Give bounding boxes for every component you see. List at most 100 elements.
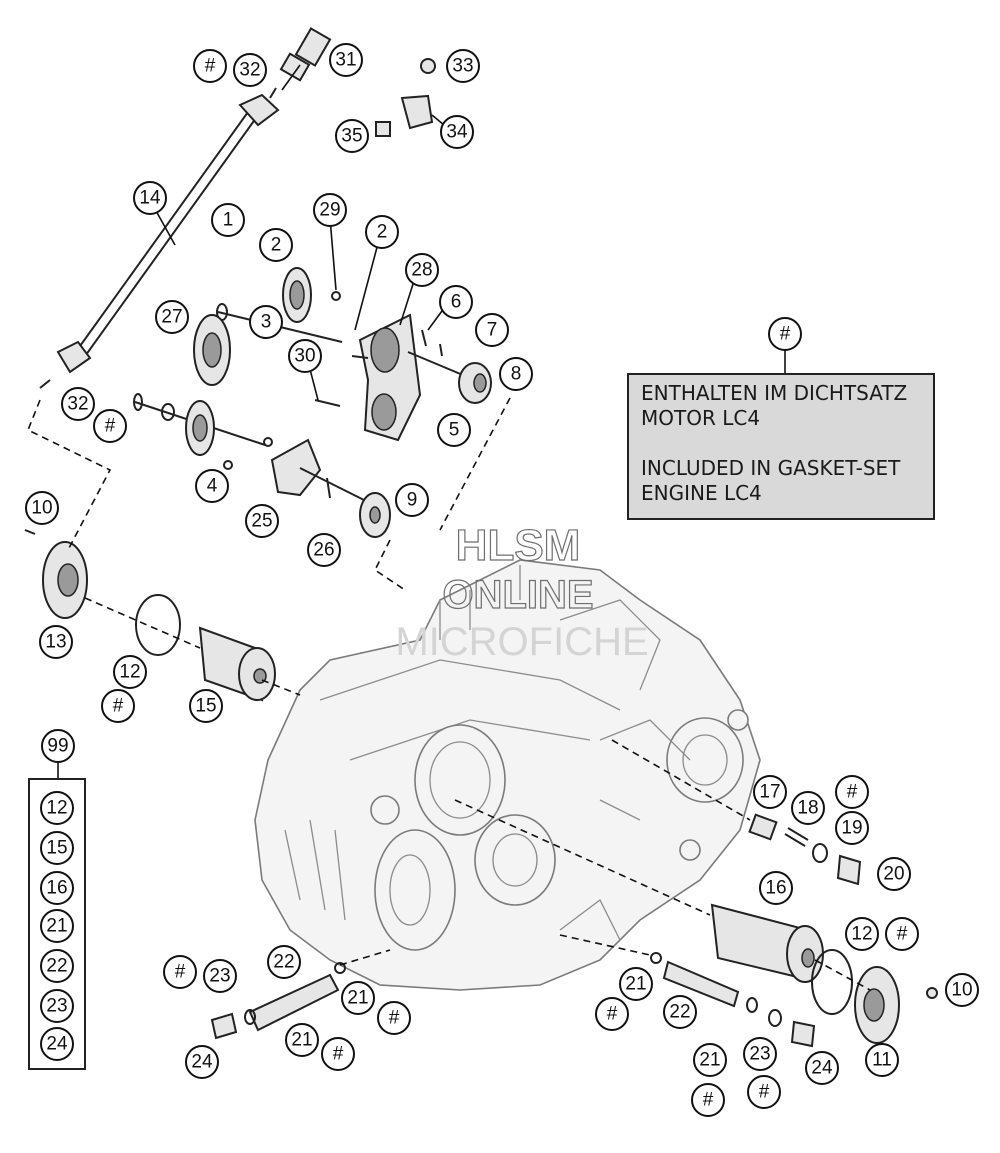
svg-text:15: 15 xyxy=(46,838,67,859)
svg-text:20: 20 xyxy=(883,864,904,885)
svg-text:25: 25 xyxy=(251,511,272,532)
svg-text:11: 11 xyxy=(872,1050,892,1071)
svg-text:26: 26 xyxy=(313,540,334,561)
svg-text:#: # xyxy=(703,1090,714,1111)
lower-gear-set xyxy=(133,393,273,470)
oil-screen-left xyxy=(210,962,346,1040)
washer-32-bottom xyxy=(39,379,51,389)
filter-cover-rear xyxy=(854,966,938,1044)
callout-24b: 24 xyxy=(805,1051,839,1085)
callout-28: 28 xyxy=(405,253,439,287)
svg-text:#: # xyxy=(175,962,186,983)
kit-box xyxy=(28,778,86,1070)
callout-26: 26 xyxy=(307,533,341,567)
note-line-en-2: ENGINE LC4 xyxy=(641,481,762,505)
callout-6: 6 xyxy=(439,285,473,319)
kit-label: 99 xyxy=(41,729,75,763)
watermark-line3: MICROFICHE xyxy=(395,620,648,664)
svg-text:#: # xyxy=(105,416,116,437)
svg-text:2: 2 xyxy=(377,222,388,243)
callout-27: 27 xyxy=(155,300,189,334)
note-line-de-1: ENTHALTEN IM DICHTSATZ xyxy=(641,381,908,405)
callout-hash: # xyxy=(193,49,227,83)
callout-hash-10: # xyxy=(691,1083,725,1117)
callout-5: 5 xyxy=(437,413,471,447)
oil-filter-front xyxy=(198,626,276,702)
callout-1: 1 xyxy=(211,203,245,237)
callout-25: 25 xyxy=(245,504,279,538)
callout-hash-6: # xyxy=(163,955,197,989)
kit-item-23: 23 xyxy=(40,989,74,1023)
callout-15: 15 xyxy=(189,689,223,723)
svg-text:10: 10 xyxy=(31,498,52,519)
svg-text:#: # xyxy=(113,696,124,717)
engine-crankcase xyxy=(254,559,761,991)
callout-18: 18 xyxy=(791,791,825,825)
relief-valve xyxy=(748,813,862,886)
svg-text:15: 15 xyxy=(195,696,216,717)
svg-text:21: 21 xyxy=(625,974,646,995)
note-marker-text: # xyxy=(780,324,791,345)
callout-24a: 24 xyxy=(185,1045,219,1079)
callout-20: 20 xyxy=(877,857,911,891)
svg-text:32: 32 xyxy=(67,394,88,415)
callout-21a: 21 xyxy=(341,981,375,1015)
svg-text:19: 19 xyxy=(841,818,862,839)
callout-13: 13 xyxy=(39,625,73,659)
callout-16: 16 xyxy=(759,871,793,905)
callout-22a: 22 xyxy=(267,945,301,979)
callout-19: 19 xyxy=(835,811,869,845)
svg-text:10: 10 xyxy=(951,980,972,1001)
svg-text:8: 8 xyxy=(511,364,522,385)
watermark-line1: HLSM xyxy=(456,521,581,570)
note-line-de-2: MOTOR LC4 xyxy=(641,406,761,430)
svg-text:23: 23 xyxy=(46,996,67,1017)
filter-cover-front xyxy=(24,529,88,619)
svg-text:2: 2 xyxy=(271,235,282,256)
callout-12a: 12 xyxy=(113,655,147,689)
callout-10a: 10 xyxy=(25,491,59,525)
callout-12b: 12 xyxy=(845,917,879,951)
o-ring-rear xyxy=(811,949,853,1015)
svg-text:22: 22 xyxy=(46,956,67,977)
svg-text:18: 18 xyxy=(797,798,818,819)
svg-text:#: # xyxy=(389,1008,400,1029)
svg-text:#: # xyxy=(897,924,908,945)
svg-text:24: 24 xyxy=(191,1052,213,1073)
note-line-en-1: INCLUDED IN GASKET-SET xyxy=(641,456,901,480)
svg-text:#: # xyxy=(759,1082,770,1103)
callout-23b: 23 xyxy=(743,1037,777,1071)
oil-screen-right xyxy=(650,952,816,1048)
gasket-set-note: ENTHALTEN IM DICHTSATZ MOTOR LC4 INCLUDE… xyxy=(627,373,935,520)
svg-text:6: 6 xyxy=(451,292,462,313)
svg-text:30: 30 xyxy=(294,346,315,367)
svg-text:12: 12 xyxy=(46,798,67,819)
svg-text:16: 16 xyxy=(765,878,786,899)
pump-cover-rotor xyxy=(270,438,391,538)
svg-text:5: 5 xyxy=(449,420,460,441)
svg-text:22: 22 xyxy=(273,952,294,973)
kit-item-12: 12 xyxy=(40,791,74,825)
callout-3: 3 xyxy=(249,305,283,339)
callout-32b: 32 xyxy=(61,387,95,421)
kit-callouts: 99 12 15 16 21 22 23 24 xyxy=(40,729,75,1061)
callout-hash-4: # xyxy=(835,775,869,809)
svg-text:12: 12 xyxy=(119,662,140,683)
callout-hash-3: # xyxy=(101,689,135,723)
callout-hash-9: # xyxy=(595,997,629,1031)
kit-item-22: 22 xyxy=(40,949,74,983)
svg-text:21: 21 xyxy=(699,1050,720,1071)
callouts: # 32 31 33 35 34 14 29 1 2 2 28 27 3 6 7… xyxy=(25,43,979,1117)
svg-text:12: 12 xyxy=(851,924,872,945)
svg-text:31: 31 xyxy=(335,50,356,71)
oil-pump-housing xyxy=(314,313,422,442)
pump-shaft-rotor xyxy=(407,329,492,404)
callout-21b: 21 xyxy=(285,1023,319,1057)
callout-33: 33 xyxy=(446,49,480,83)
svg-text:29: 29 xyxy=(319,200,340,221)
small-fittings xyxy=(375,58,436,137)
svg-text:#: # xyxy=(847,782,858,803)
svg-text:24: 24 xyxy=(811,1058,833,1079)
callout-10b: 10 xyxy=(945,973,979,1007)
svg-text:17: 17 xyxy=(759,782,780,803)
